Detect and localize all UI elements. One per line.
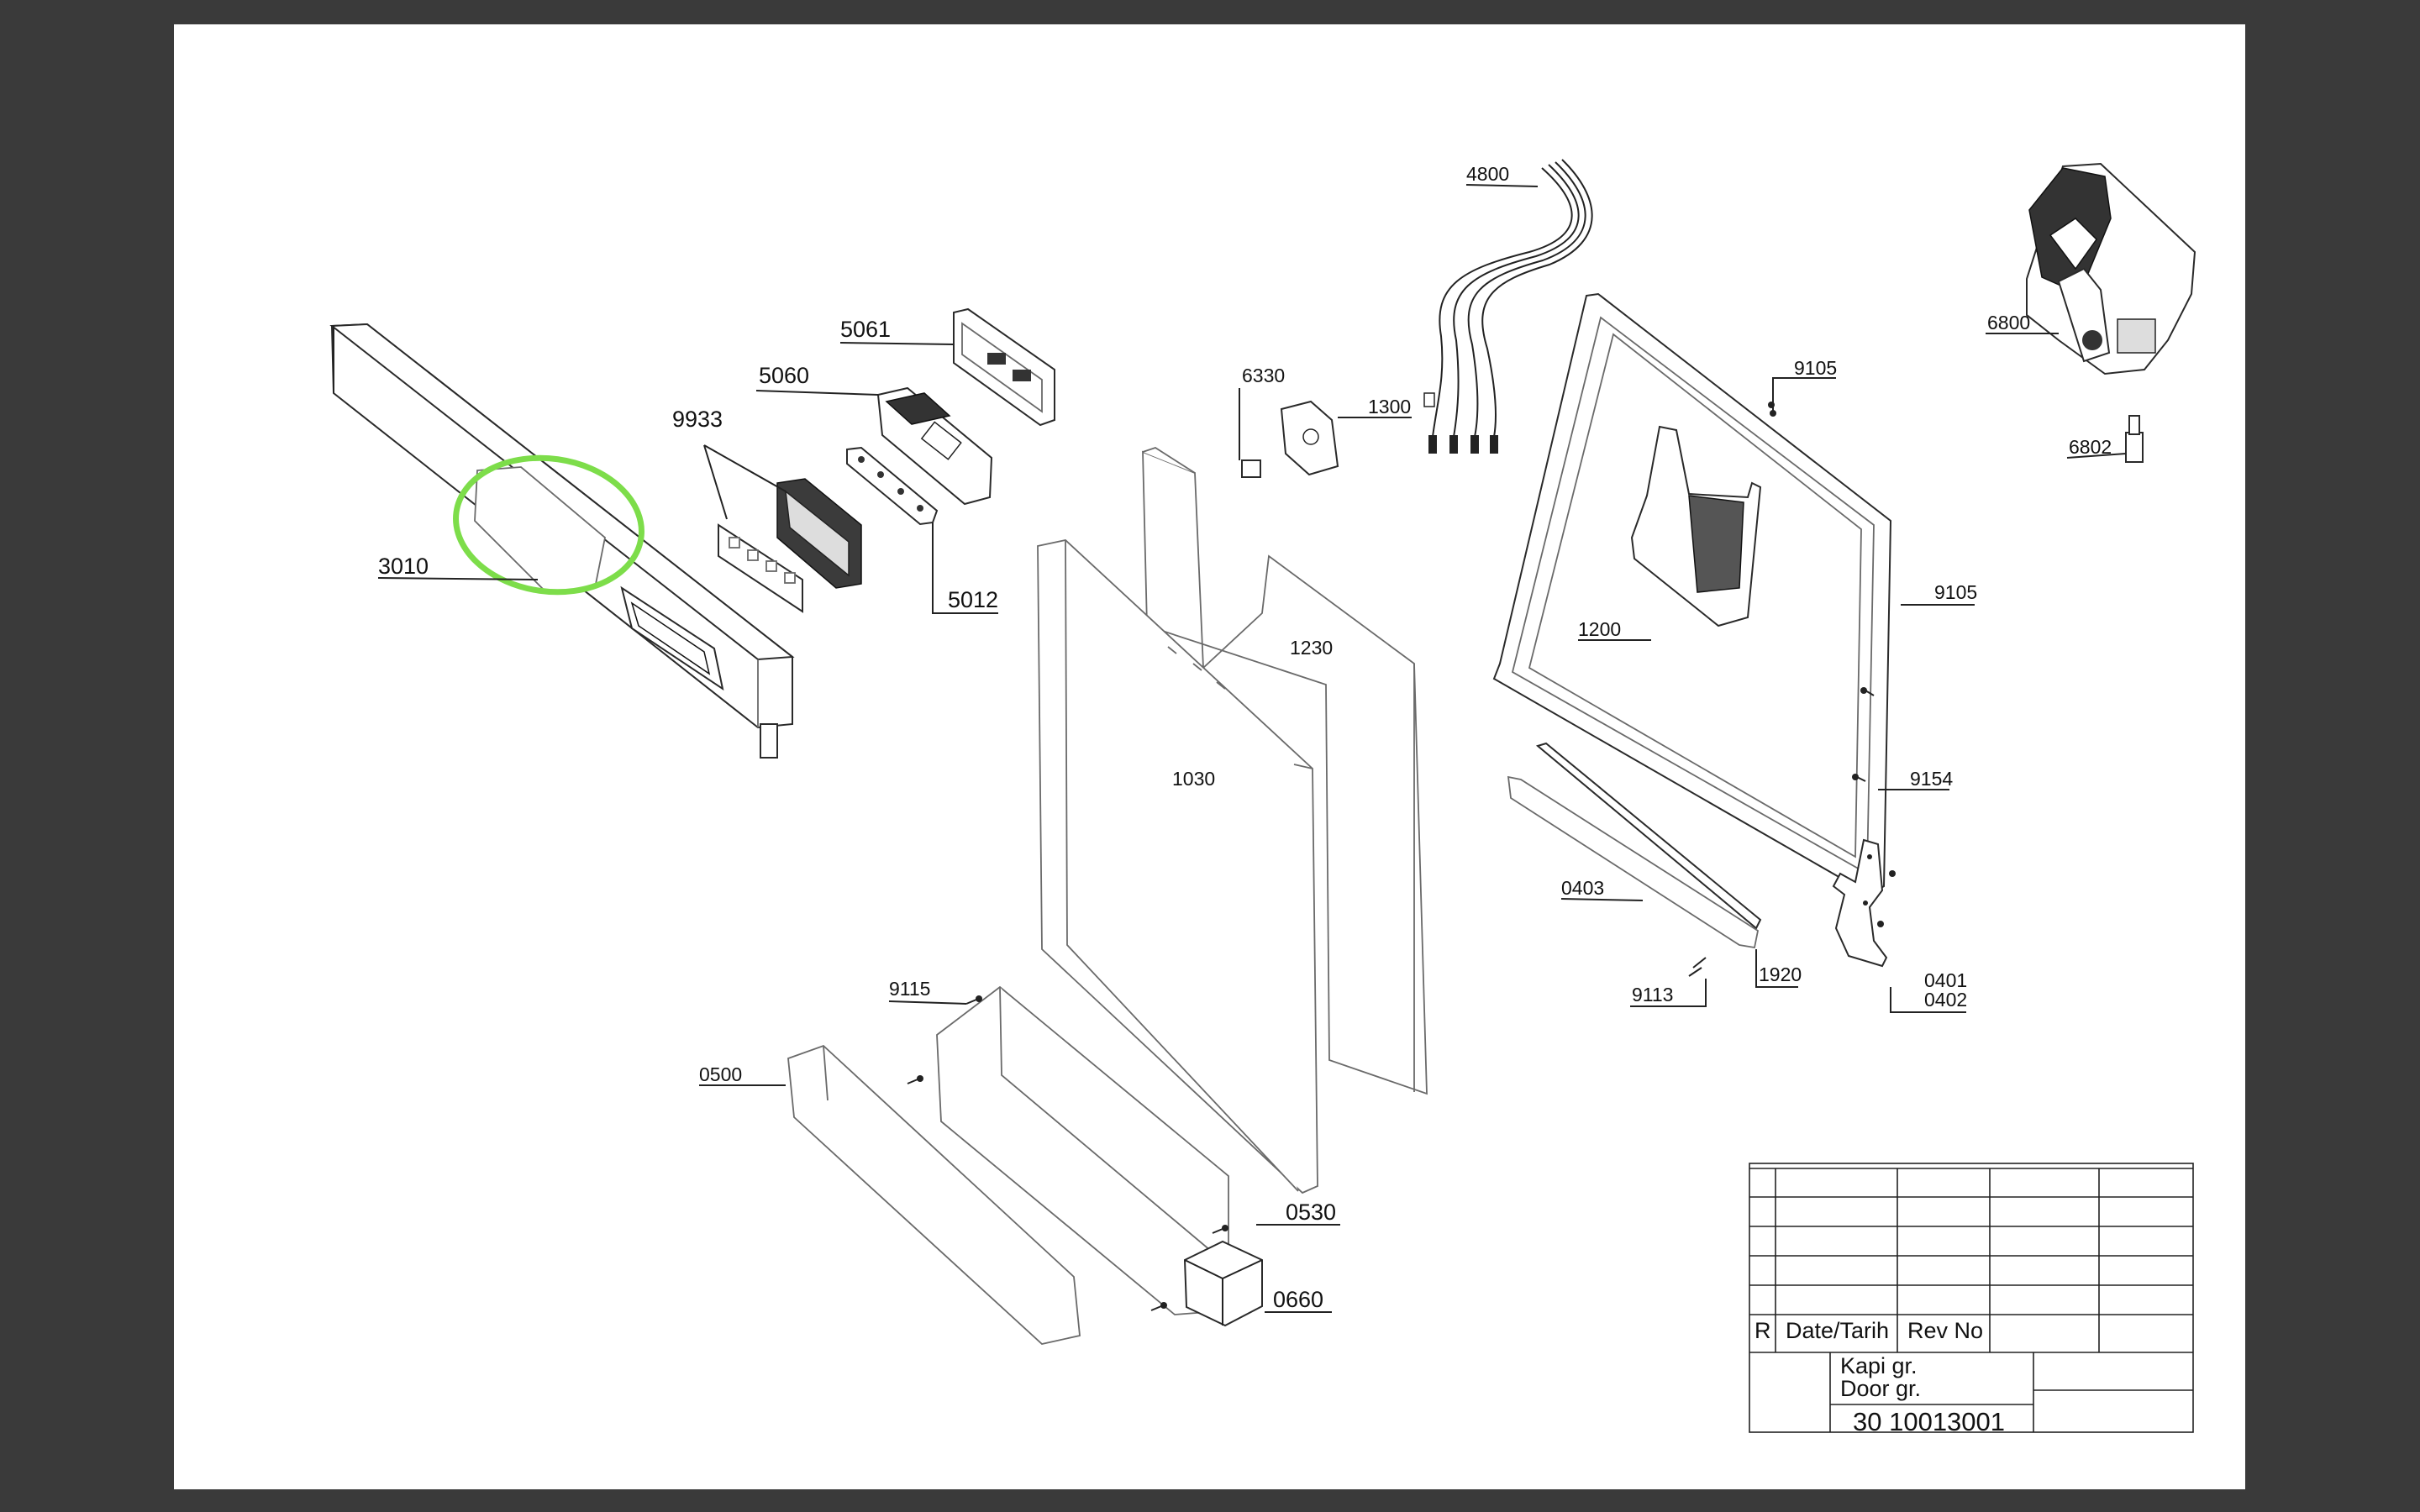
- label-9154: 9154: [1910, 768, 1953, 790]
- block-0660[interactable]: [1183, 1240, 1263, 1327]
- outer-door-1030[interactable]: [1037, 539, 1318, 1194]
- title-block: R Date/Tarih Rev No Kapi gr. Door gr. 30…: [1749, 1163, 2194, 1436]
- title-block-title-tr: Kapi gr.: [1840, 1353, 1918, 1378]
- label-9113: 9113: [1632, 984, 1673, 1005]
- kick-panel-0530[interactable]: [936, 985, 1229, 1315]
- module-5060[interactable]: [876, 386, 993, 506]
- label-1030: 1030: [1172, 768, 1215, 790]
- cable-harness-4800[interactable]: [1423, 159, 1593, 454]
- label-0401: 0401: [1924, 969, 1967, 991]
- label-5061: 5061: [840, 317, 891, 342]
- part-6330[interactable]: [1241, 459, 1261, 478]
- electronic-card[interactable]: [776, 478, 862, 589]
- part-6802[interactable]: [2125, 415, 2144, 463]
- label-5060: 5060: [759, 363, 809, 388]
- label-6802: 6802: [2069, 436, 2112, 458]
- label-9933: 9933: [672, 407, 723, 432]
- plinth-0500[interactable]: [787, 1044, 1081, 1345]
- label-1920: 1920: [1759, 963, 1802, 985]
- screws: [907, 995, 1228, 1311]
- label-1230: 1230: [1290, 637, 1333, 659]
- title-block-date: Date/Tarih: [1786, 1318, 1889, 1343]
- label-0530: 0530: [1286, 1200, 1336, 1225]
- title-block-title-en: Door gr.: [1840, 1376, 1921, 1401]
- control-panel-3010[interactable]: [329, 323, 795, 759]
- label-0402: 0402: [1924, 989, 1967, 1011]
- door-switch-1300[interactable]: [1280, 400, 1339, 476]
- label-6330: 6330: [1242, 365, 1285, 386]
- detergent-dispenser-6800[interactable]: [2026, 162, 2196, 375]
- seal-strip-1920[interactable]: [1507, 775, 1760, 949]
- title-block-drawing-no: 30 10013001: [1853, 1407, 2005, 1436]
- hinge-0401-0402[interactable]: [1832, 838, 1888, 968]
- part-labels: 4800 6800 6802 5061 5060 9933 6330 1300 …: [378, 163, 2112, 1312]
- label-1300: 1300: [1368, 396, 1411, 417]
- label-9115: 9115: [889, 978, 930, 1000]
- label-3010: 3010: [378, 554, 429, 579]
- title-block-r: R: [1754, 1318, 1771, 1343]
- label-5012: 5012: [948, 587, 998, 612]
- label-1200: 1200: [1578, 618, 1621, 640]
- label-4800: 4800: [1466, 163, 1509, 185]
- screws-9113: [1688, 957, 1707, 977]
- highlight-circle: [453, 454, 644, 596]
- label-0403: 0403: [1561, 877, 1604, 899]
- label-6800: 6800: [1987, 312, 2030, 333]
- label-9105-b: 9105: [1934, 581, 1977, 603]
- button-strip-9933[interactable]: [718, 523, 803, 613]
- inner-door-1230[interactable]: [1142, 447, 1428, 1095]
- label-0500: 0500: [699, 1063, 742, 1085]
- seal-strip-0403[interactable]: [1535, 742, 1762, 930]
- label-9105-a: 9105: [1794, 357, 1837, 379]
- label-0660: 0660: [1273, 1287, 1323, 1312]
- screws-right: [1770, 410, 1896, 927]
- leader-lines: [377, 184, 2127, 1313]
- inner-liner-1200[interactable]: [1492, 292, 1892, 896]
- module-5061[interactable]: [953, 307, 1055, 427]
- title-block-rev: Rev No: [1907, 1318, 1983, 1343]
